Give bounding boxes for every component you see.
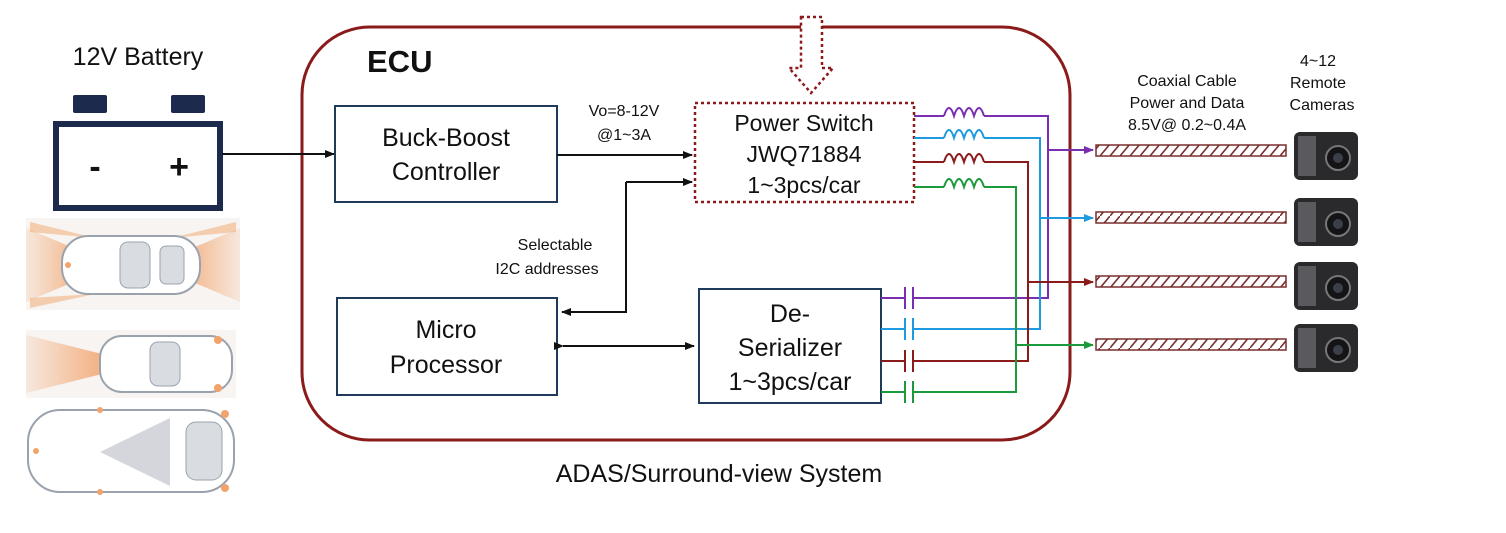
buck-boost-controller-block <box>334 105 558 203</box>
battery-title: 12V Battery <box>73 43 204 71</box>
battery-minus-terminal: - <box>89 148 100 186</box>
channel-purple <box>881 107 1094 309</box>
cable-label-line2: Power and Data <box>1130 95 1245 112</box>
cameras-label-line3: Cameras <box>1290 97 1355 114</box>
battery-icon <box>53 95 223 211</box>
micro-processor-line1: Micro <box>415 316 476 344</box>
channel-darkred <box>881 153 1094 372</box>
battery-plus-terminal: + <box>169 148 189 186</box>
coax-cable <box>1095 338 1287 351</box>
i2c-to-processor-arrow <box>561 182 627 316</box>
system-caption: ADAS/Surround-view System <box>556 460 883 488</box>
buck-boost-line2: Controller <box>392 158 500 186</box>
deserializer-line1: De- <box>770 300 810 328</box>
coax-cable <box>1095 144 1287 157</box>
deserializer-line3: 1~3pcs/car <box>729 368 852 396</box>
external-input-arrow <box>786 15 836 95</box>
cameras-label-line2: Remote <box>1290 75 1346 92</box>
micro-processor-block <box>336 297 558 396</box>
ecu-enclosure <box>300 25 1072 442</box>
coax-cable <box>1095 211 1287 224</box>
power-switch-line2: JWQ71884 <box>746 141 861 167</box>
i2c-label-line2: I2C addresses <box>495 261 598 278</box>
camera-icon <box>1294 262 1358 310</box>
car-front-rear-sensors-image <box>26 218 240 310</box>
car-rear-camera-image <box>26 330 236 398</box>
vo-label-line1: Vo=8-12V <box>589 103 660 120</box>
camera-icon <box>1294 324 1358 372</box>
ecu-label: ECU <box>367 44 432 79</box>
cable-label-line1: Coaxial Cable <box>1137 73 1237 90</box>
camera-icon <box>1294 132 1358 180</box>
channel-blue <box>881 129 1094 340</box>
channel-green <box>881 178 1094 403</box>
car-parking-camera-image <box>26 406 238 495</box>
deserializer-line2: Serializer <box>738 334 842 362</box>
camera-icon <box>1294 198 1358 246</box>
power-switch-line3: 1~3pcs/car <box>747 172 860 198</box>
cameras-label-line1: 4~12 <box>1300 53 1336 70</box>
buck-boost-line1: Buck-Boost <box>382 124 510 152</box>
micro-processor-line2: Processor <box>390 351 503 379</box>
power-switch-block <box>693 101 916 204</box>
power-switch-line1: Power Switch <box>734 110 873 136</box>
i2c-label-line1: Selectable <box>518 237 593 254</box>
deserializer-block <box>698 288 882 404</box>
coax-cable <box>1095 275 1287 288</box>
vo-label-line2: @1~3A <box>597 127 651 144</box>
cable-label-line3: 8.5V@ 0.2~0.4A <box>1128 117 1246 134</box>
